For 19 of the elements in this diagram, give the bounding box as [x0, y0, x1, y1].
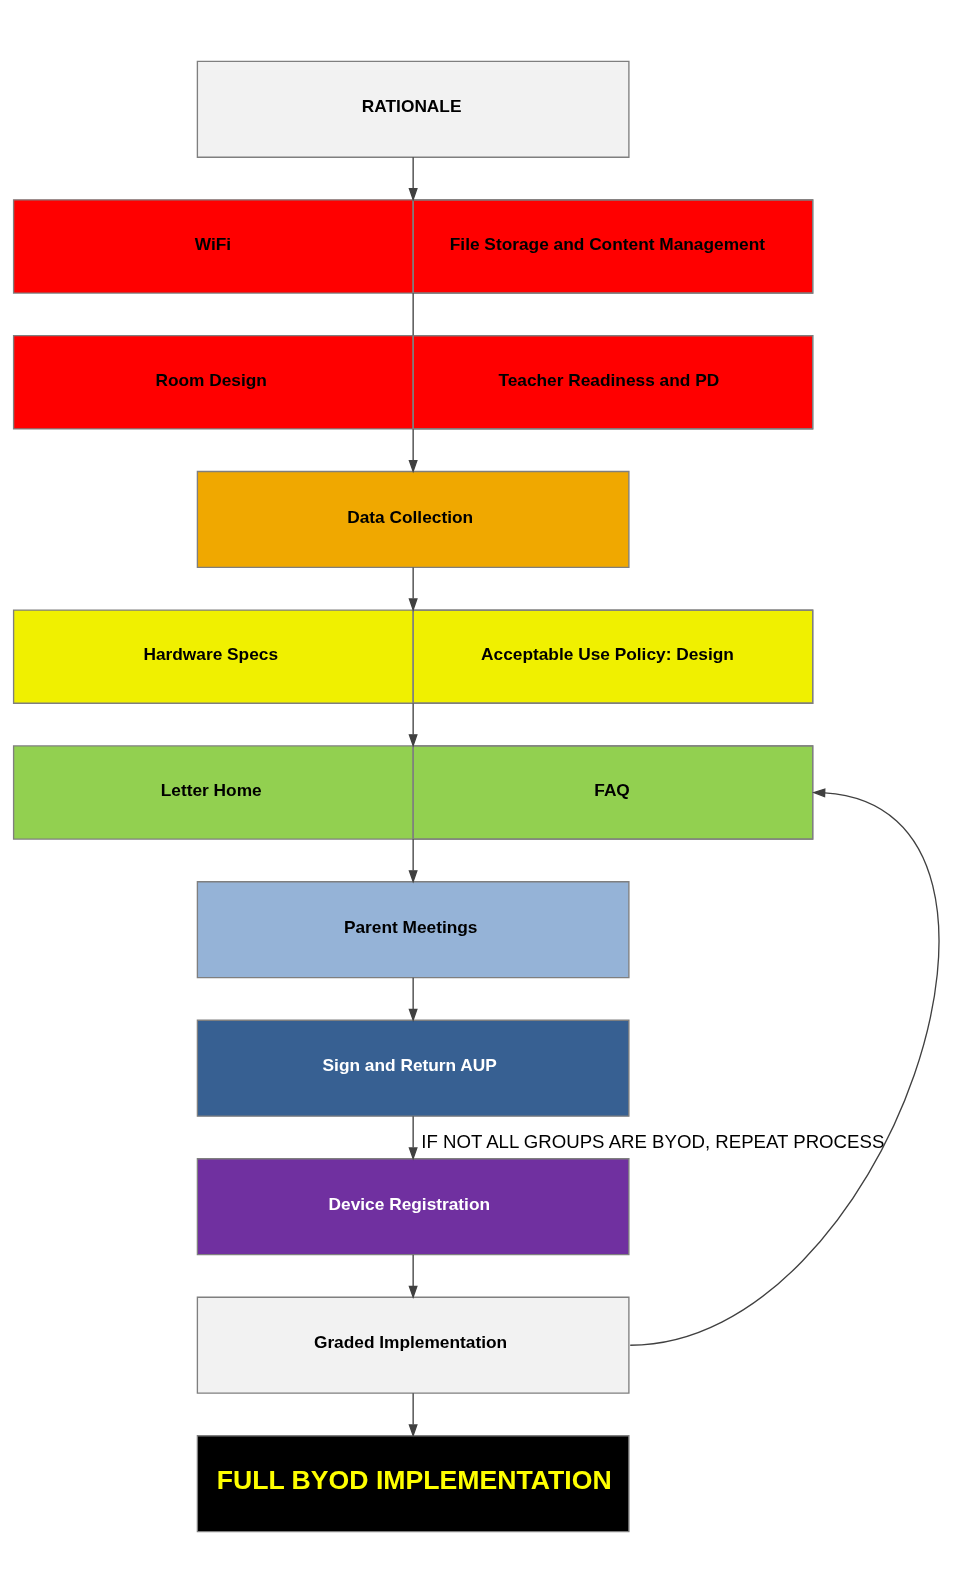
arrow [408, 428, 418, 473]
arrow [408, 1392, 418, 1438]
arrow [408, 838, 418, 883]
connector [412, 292, 414, 336]
arrow [408, 702, 418, 747]
arrow [408, 156, 418, 201]
node-box: RATIONALE [196, 60, 630, 158]
arrow [408, 976, 418, 1022]
arrow [408, 1115, 418, 1161]
arrow [408, 1253, 418, 1299]
node-box: Data Collection [196, 470, 630, 568]
arrow [629, 787, 940, 1346]
node-box: Graded Implementation [196, 1296, 630, 1394]
node-box: Parent Meetings [196, 880, 630, 978]
node-box: FULL BYOD IMPLEMENTATION [196, 1434, 630, 1532]
node-box: Device Registration [196, 1157, 630, 1255]
node-box: Sign and Return AUP [196, 1019, 630, 1117]
edge-label: IF NOT ALL GROUPS ARE BYOD, REPEAT PROCESS [421, 1130, 885, 1152]
arrow [408, 566, 418, 612]
